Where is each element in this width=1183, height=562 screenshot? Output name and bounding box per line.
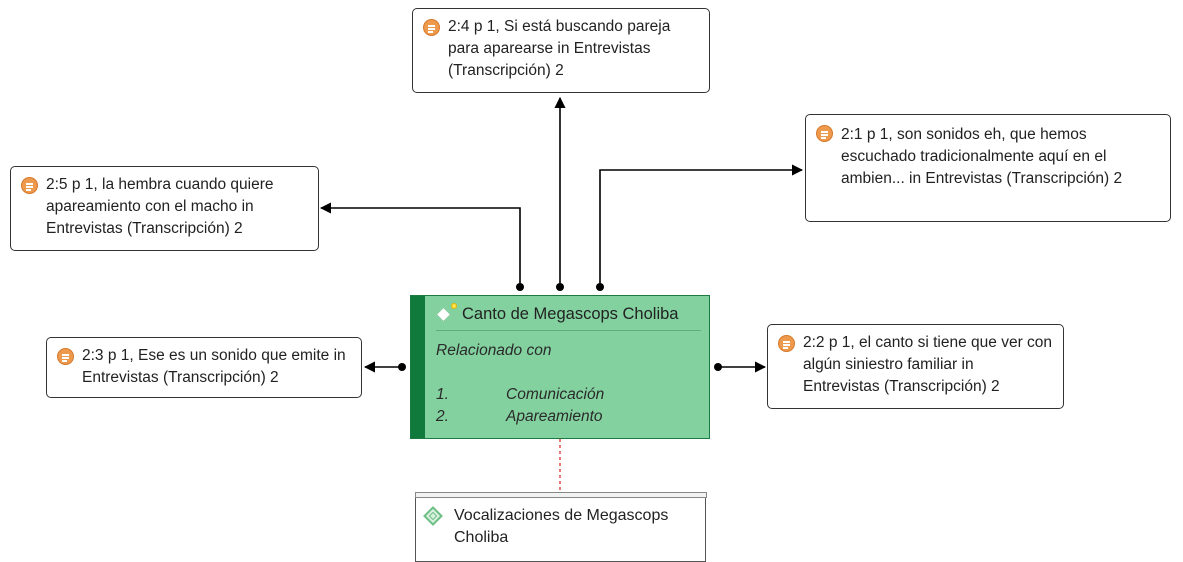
quotation-text: 2:1 p 1, son sonidos eh, que hemos escuc… [841, 126, 1123, 187]
code-group-title: Vocalizaciones de Megascops Choliba [454, 507, 669, 546]
quotation-text: 2:3 p 1, Ese es un sonido que emite in E… [82, 347, 346, 386]
quotation-document-icon [21, 177, 38, 194]
quotation-document-icon [423, 19, 440, 36]
link-to-q21 [599, 164, 804, 287]
code-group-diamond-icon [423, 506, 443, 526]
code-title: Canto de Megascops Choliba [462, 305, 679, 323]
link-origin-dot [398, 363, 406, 371]
comment-heading: Relacionado con [436, 342, 552, 359]
quotation-node-q23[interactable]: 2:3 p 1, Ese es un sonido que emite in E… [46, 337, 362, 398]
quotation-text: 2:5 p 1, la hembra cuando quiere apaream… [46, 176, 274, 237]
quotation-node-q25[interactable]: 2:5 p 1, la hembra cuando quiere apaream… [10, 166, 319, 251]
code-node-main[interactable]: Canto de Megascops Choliba Relacionado c… [410, 295, 710, 439]
quotation-document-icon [778, 335, 795, 352]
list-label: Comunicación [506, 386, 605, 403]
code-color-stripe [411, 296, 425, 438]
quotation-text: 2:4 p 1, Si está buscando pareja para ap… [448, 18, 671, 79]
list-label: Apareamiento [506, 408, 603, 425]
code-diamond-icon [435, 306, 452, 323]
code-header: Canto de Megascops Choliba [435, 302, 701, 331]
code-group-node[interactable]: Vocalizaciones de Megascops Choliba [414, 491, 707, 562]
comment-spark-icon [451, 303, 457, 309]
quotation-node-q21[interactable]: 2:1 p 1, son sonidos eh, que hemos escuc… [805, 114, 1171, 222]
comment-list-item: 2. Apareamiento [436, 406, 701, 428]
comment-list-item: 1. Comunicación [436, 384, 701, 406]
list-number: 1. [436, 386, 449, 403]
link-origin-dot [714, 363, 722, 371]
list-number: 2. [436, 408, 449, 425]
link-to-q25 [319, 202, 521, 287]
quotation-document-icon [57, 348, 74, 365]
quotation-document-icon [816, 125, 833, 142]
group-top-bar [414, 491, 707, 498]
code-comment: Relacionado con 1. Comunicación 2. Apare… [436, 340, 701, 428]
link-origin-dot [516, 283, 524, 291]
quotation-node-q22[interactable]: 2:2 p 1, el canto si tiene que ver con a… [767, 324, 1064, 409]
link-origin-dot [596, 283, 604, 291]
link-origin-dot [556, 283, 564, 291]
quotation-node-q24[interactable]: 2:4 p 1, Si está buscando pareja para ap… [412, 8, 710, 93]
quotation-text: 2:2 p 1, el canto si tiene que ver con a… [803, 334, 1053, 395]
